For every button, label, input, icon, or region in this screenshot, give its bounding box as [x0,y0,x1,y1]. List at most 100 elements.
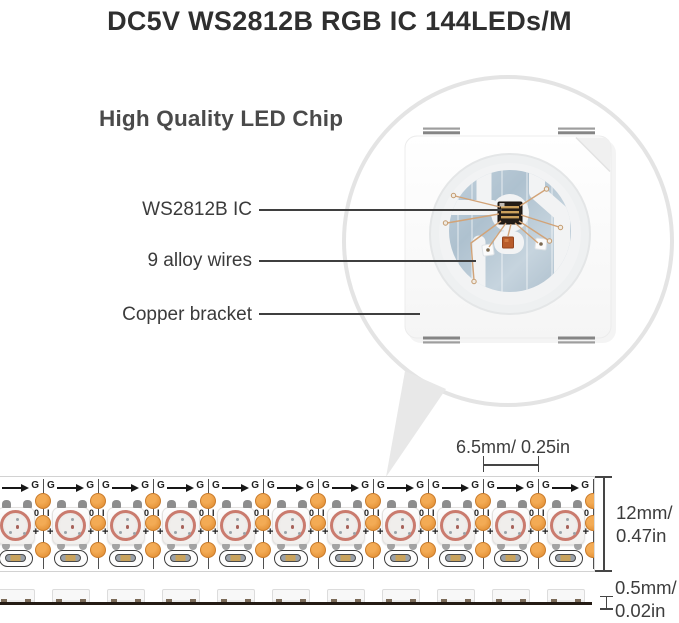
arrow-head [21,483,29,492]
resistor-outline [383,550,418,567]
callout-label-ws2812b-ic: WS2812B IC [142,199,252,220]
arrow-shaft [441,486,463,490]
solder-pad-data [200,515,216,531]
pad-label-ground-right: G [377,480,385,491]
pad-label-ground-left: G [251,480,259,491]
pcb-side-line [0,602,592,605]
side-view-led-foot [495,599,502,602]
led-package [491,500,530,550]
resistor-outline [273,550,308,567]
pad-label-data-in: I [432,508,435,518]
led-die-dot [510,525,514,529]
strip-width-mm: 12mm/ [616,502,673,523]
dimension-strip-thickness: 0.5mm/ 0.02in [615,577,677,622]
solder-pad-power [475,542,491,558]
pad-label-ground-left: G [86,480,94,491]
led-die-dot [228,531,232,534]
led-terminal-nub [77,500,87,508]
led-die-dot [236,518,239,521]
pad-label-power-left: + [417,526,424,538]
side-view-led [51,589,90,602]
led-terminal-nub [111,500,121,508]
led-terminal-nub [386,544,395,550]
pad-label-data-out: 0 [33,508,39,518]
led-die-dot [15,525,19,529]
solder-pad-data [530,515,546,531]
pad-label-power-right: + [377,526,384,538]
pad-label-data-in: I [267,508,270,518]
led-die-dot [8,531,12,534]
solder-pad-ground [530,493,546,509]
strip-width-in: 0.47in [616,525,667,546]
solder-pad-data [475,515,491,531]
pad-label-power-left: + [307,526,314,538]
solder-pad-data [255,515,271,531]
solder-pad-data [90,515,106,531]
led-terminal-nub [408,544,417,550]
pad-label-ground-left: G [141,480,149,491]
pad-label-ground-left: G [361,480,369,491]
led-terminal-nub [221,500,231,508]
pad-label-ground-left: G [581,480,589,491]
led-die-dot [125,525,129,529]
arrow-head [571,483,579,492]
led-lens [55,510,86,541]
callout-line-copper-bracket [259,313,420,315]
led-terminal-nub [518,544,527,550]
led-package [0,500,35,550]
arrow-shaft [276,486,298,490]
side-view-led-foot [0,599,7,602]
solder-pad-ground [255,493,271,509]
pad-label-power-right: + [102,526,109,538]
pad-label-data-out: 0 [418,508,424,518]
pad-label-ground-right: G [487,480,495,491]
pad-label-ground-left: G [416,480,424,491]
pad-label-ground-right: G [47,480,55,491]
led-die-dot [345,525,349,529]
arrow-shaft [331,486,353,490]
led-package [51,500,90,550]
side-view-led-foot [110,599,117,602]
side-view-led-foot [24,599,31,602]
width-dim-cap-bottom [595,570,612,572]
chip-corner-notch-edge [575,136,611,173]
pad-label-power-right: + [487,526,494,538]
solder-pad-ground [420,493,436,509]
pad-label-ground-right: G [542,480,550,491]
solder-pad-ground [145,493,161,509]
solder-pad-ground [310,493,326,509]
thickness-dim-cap-top [600,595,613,597]
led-terminal-nub [133,544,142,550]
pad-label-data-out: 0 [528,508,534,518]
pad-label-ground-left: G [306,480,314,491]
wire-bond-dots [442,186,564,285]
dimension-led-pitch: 6.5mm/ 0.25in [455,437,571,457]
pad-label-power-right: + [542,526,549,538]
led-die-dot [283,531,287,534]
solder-pad-data [365,515,381,531]
resistor-outline [108,550,143,567]
pad-label-power-right: + [47,526,54,538]
pad-label-ground-left: G [526,480,534,491]
led-die-dot [353,532,356,535]
resistor-body [499,553,521,562]
magnifier-pointer-funnel [386,371,446,477]
led-lens [110,510,141,541]
led-die-dot [338,531,342,534]
solder-pad-power [420,542,436,558]
direction-arrow-icon [551,483,580,493]
arrow-shaft [111,486,133,490]
direction-arrow-icon [441,483,470,493]
led-terminal-nub [276,544,285,550]
pad-label-power-left: + [362,526,369,538]
arrow-head [131,483,139,492]
resistor-body [59,553,81,562]
side-view-led-foot [299,599,306,602]
direction-arrow-icon [166,483,195,493]
resistor-body [334,553,356,562]
pad-label-power-left: + [472,526,479,538]
led-terminal-nub [462,500,472,508]
bond-pads [481,237,548,257]
